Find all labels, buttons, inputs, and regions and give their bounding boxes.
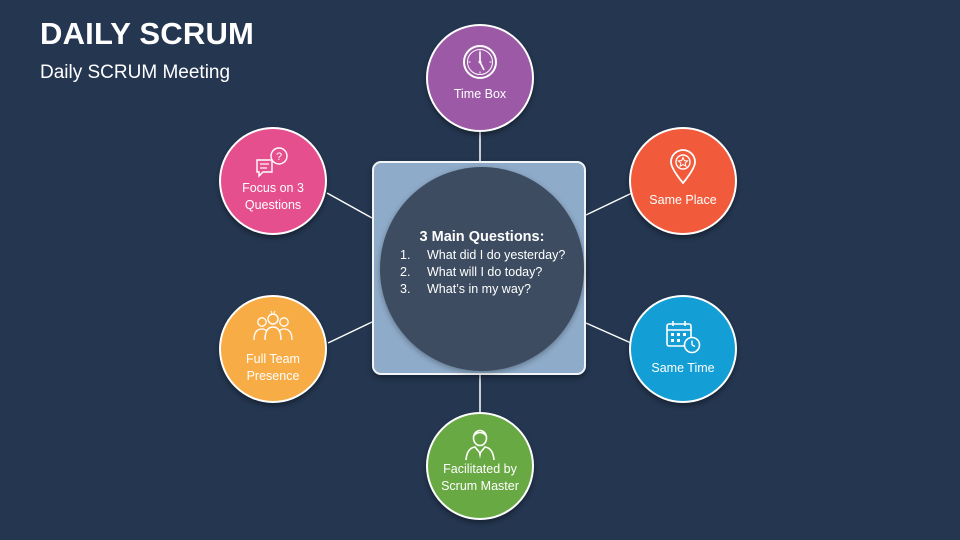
node-same-time: Same Time [629, 295, 737, 403]
node-time-box: Time Box [426, 24, 534, 132]
node-focus: ? Focus on 3 Questions [219, 127, 327, 235]
location-pin-icon [670, 149, 696, 185]
calendar-clock-icon [666, 321, 701, 354]
question-item: 1. What did I do yesterday? [400, 247, 570, 264]
questions-list: 1. What did I do yesterday? 2. What will… [400, 247, 570, 298]
scrum-master-icon [465, 429, 495, 461]
question-number: 2. [400, 265, 411, 279]
node-same-place: Same Place [629, 127, 737, 235]
node-label-same-place: Same Place [649, 193, 717, 207]
connector-same-place [585, 192, 633, 216]
question-number: 3. [400, 282, 411, 296]
node-full-team: Full Team Presence [219, 295, 327, 403]
node-label-same-time: Same Time [651, 361, 715, 375]
node-label-focus: Focus on 3 Questions [242, 181, 304, 212]
question-item: 2. What will I do today? [400, 264, 570, 281]
svg-text:?: ? [276, 151, 282, 163]
node-facilitated: Facilitated by Scrum Master [426, 412, 534, 520]
chat-question-icon: ? [256, 147, 288, 178]
clock-icon [463, 45, 497, 79]
question-item: 3. What’s in my way? [400, 281, 570, 298]
page-subtitle: Daily SCRUM Meeting [40, 62, 231, 83]
team-icon [253, 310, 293, 341]
question-text: What’s in my way? [427, 282, 531, 296]
page-title: DAILY SCRUM [40, 16, 255, 51]
question-text: What did I do yesterday? [427, 248, 566, 262]
connector-same-time [585, 322, 632, 344]
connector-full-team [327, 321, 373, 344]
node-label-facilitated: Facilitated by Scrum Master [441, 462, 519, 493]
node-label-time-box: Time Box [453, 87, 507, 101]
node-label-full-team: Full Team Presence [246, 352, 300, 383]
question-number: 1. [400, 248, 411, 262]
questions-heading: 3 Main Questions: [419, 229, 545, 245]
question-text: What will I do today? [427, 265, 543, 279]
connector-focus [326, 192, 373, 219]
center-circle [380, 167, 584, 371]
